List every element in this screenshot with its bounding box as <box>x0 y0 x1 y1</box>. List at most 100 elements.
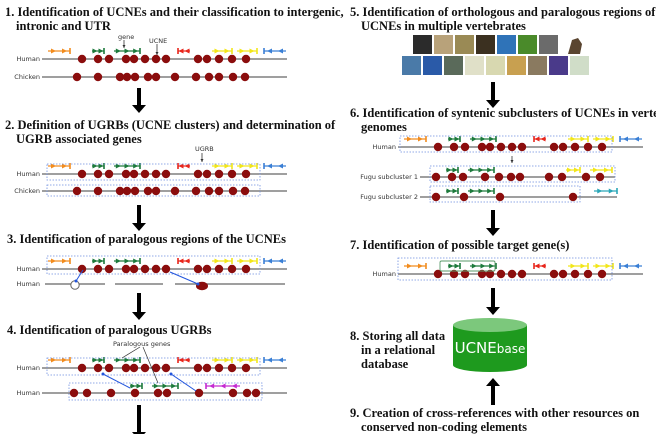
ucne-dot <box>194 388 204 398</box>
ucne-dot <box>506 172 516 182</box>
gene-arrow-icon <box>184 48 190 54</box>
ucne-dot <box>69 388 79 398</box>
ugrb-box <box>46 184 261 197</box>
gene-arrow-icon <box>249 258 255 264</box>
gene-arrow-icon <box>469 167 475 173</box>
ucne-dot <box>104 54 114 64</box>
gene-arrow-icon <box>98 258 104 264</box>
ucne-dot <box>495 192 505 202</box>
gene-arrow-icon <box>224 163 230 169</box>
gene-arrow-icon <box>124 258 130 264</box>
ucne-dot <box>214 169 224 179</box>
ucne-dot <box>517 142 527 152</box>
gene-arrow-icon <box>570 263 576 269</box>
ucne-dot <box>161 363 171 373</box>
ucne-dot <box>93 169 103 179</box>
ucne-dot <box>485 142 495 152</box>
ucne-dot <box>570 269 580 279</box>
gene-arrow-icon <box>634 136 639 142</box>
paralogous-genes-label: Paralogous genes <box>113 340 171 348</box>
gene-arrow-icon <box>480 263 486 269</box>
paralog-link-head-icon <box>196 282 200 286</box>
ucne-dot <box>204 72 214 82</box>
vertebrate-image <box>507 56 526 75</box>
gene-arrow-icon <box>407 136 412 142</box>
ucne-dot <box>460 269 470 279</box>
gene-arrow-icon <box>178 258 184 264</box>
gene-arrow-icon <box>540 263 546 269</box>
gene-arrow-icon <box>153 383 159 389</box>
vertebrate-image <box>476 35 495 54</box>
ucne-dot <box>93 72 103 82</box>
pointer-head-icon <box>200 159 204 162</box>
ucne-dot <box>130 72 140 82</box>
ucne-dot <box>77 169 87 179</box>
track-label: Chicken <box>14 187 40 195</box>
ucne-dot <box>193 169 203 179</box>
gene-arrow-icon <box>62 48 67 54</box>
gene-arrow-icon <box>115 163 121 169</box>
gene-arrow-icon <box>448 263 454 269</box>
gene-arrow-icon <box>487 167 493 173</box>
ucne-dot <box>104 169 114 179</box>
track-label: Human <box>17 389 40 397</box>
ucne-dot <box>170 72 180 82</box>
gene-arrow-icon <box>92 357 98 363</box>
flow-arrowhead-icon <box>132 105 146 113</box>
ucne-dot <box>202 169 212 179</box>
gene-arrow-icon <box>278 48 283 54</box>
gene-arrow-icon <box>595 263 601 269</box>
pointer-head-icon <box>155 52 159 55</box>
ucne-dot <box>129 54 139 64</box>
ucne-dot <box>460 142 470 152</box>
pointer-head-icon <box>122 45 126 48</box>
gene-arrow-icon <box>62 258 67 264</box>
ucne-label: UCNE <box>149 37 167 45</box>
flow-arrowhead-icon <box>132 312 146 320</box>
gene-arrow-icon <box>51 163 56 169</box>
gene-arrow-icon <box>471 136 477 142</box>
ucne-dot <box>240 186 250 196</box>
gene-arrow-icon <box>446 188 452 194</box>
ucne-dot <box>193 54 203 64</box>
ucne-dot <box>241 54 251 64</box>
gene-arrow-icon <box>446 167 452 173</box>
ucne-dot <box>517 269 527 279</box>
vertebrate-image <box>570 56 589 75</box>
ucne-dot <box>161 54 171 64</box>
paralog-link-head-icon <box>169 372 173 376</box>
ucne-dot <box>77 363 87 373</box>
gene-arrow-icon <box>231 383 237 389</box>
ucne-dot <box>485 269 495 279</box>
ucne-dot <box>581 172 591 182</box>
gene-arrow-icon <box>209 383 215 389</box>
ucne-dot <box>193 363 203 373</box>
vertebrate-image <box>486 56 505 75</box>
ucne-dot <box>121 54 131 64</box>
gene-arrow-icon <box>418 263 423 269</box>
gene-arrow-icon <box>634 263 639 269</box>
gene-arrow-icon <box>214 163 220 169</box>
track-label: Human <box>17 364 40 372</box>
gene-arrow-icon <box>133 163 139 169</box>
vertebrate-image <box>549 56 568 75</box>
ucne-dot <box>143 72 153 82</box>
gene-arrow-icon <box>249 163 255 169</box>
track-label: Fugu subcluster 1 <box>360 173 418 181</box>
ucne-dot <box>191 186 201 196</box>
track-label: Human <box>17 55 40 63</box>
ucne-dot <box>121 264 131 274</box>
gene-arrow-icon <box>115 258 121 264</box>
gene-arrow-icon <box>133 48 139 54</box>
ucne-dot <box>129 169 139 179</box>
gene-arrow-icon <box>62 357 67 363</box>
ucne-dot <box>151 169 161 179</box>
track-label: Human <box>373 143 396 151</box>
ucne-dot <box>458 172 468 182</box>
gene-arrow-icon <box>567 167 572 173</box>
step-6-title: 6. Identification of syntenic subcluster… <box>350 106 656 134</box>
gene-arrow-icon <box>407 263 412 269</box>
ucne-dot <box>204 186 214 196</box>
gene-arrow-icon <box>249 48 255 54</box>
gene-arrow-icon <box>471 263 477 269</box>
